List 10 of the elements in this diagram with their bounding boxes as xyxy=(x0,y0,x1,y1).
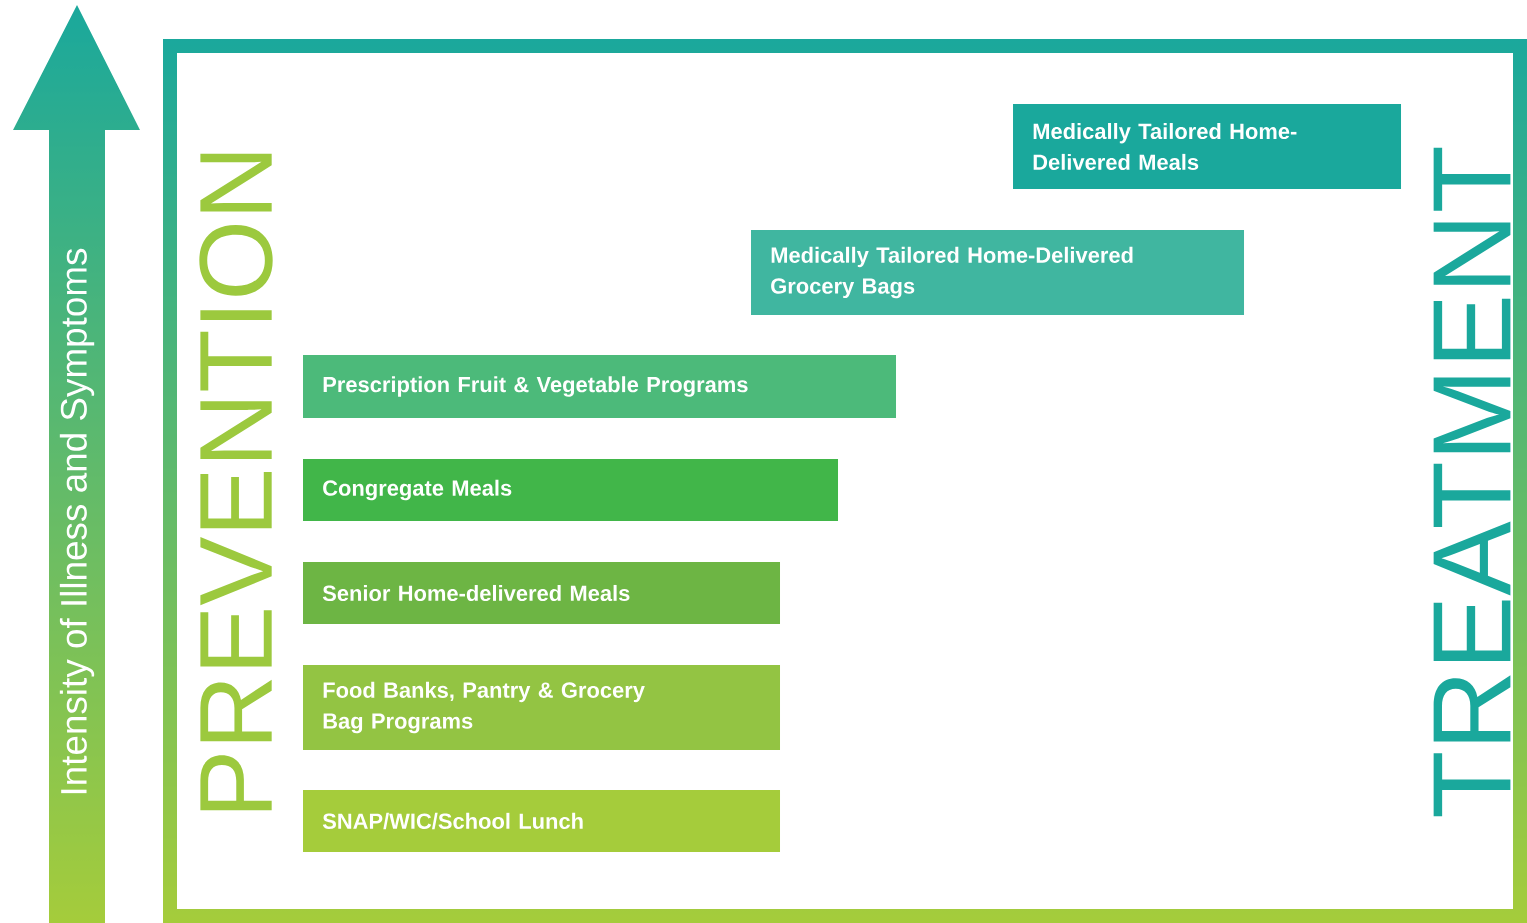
side-heading: TREATMENT xyxy=(1433,147,1511,817)
axis-label: Intensity of Illness and Symptoms xyxy=(59,248,95,794)
program-bar: SNAP/WIC/School Lunch xyxy=(303,790,780,852)
side-heading: PREVENTION xyxy=(199,153,273,811)
program-bar: Medically Tailored Home-Delivered Meals xyxy=(1013,104,1401,189)
program-bar: Food Banks, Pantry & Grocery Bag Programs xyxy=(303,665,780,750)
program-bar: Medically Tailored Home-Delivered Grocery Bags xyxy=(751,230,1244,315)
program-bar: Prescription Fruit & Vegetable Programs xyxy=(303,355,896,418)
program-bar: Senior Home-delivered Meals xyxy=(303,562,780,624)
program-bar: Congregate Meals xyxy=(303,459,838,521)
